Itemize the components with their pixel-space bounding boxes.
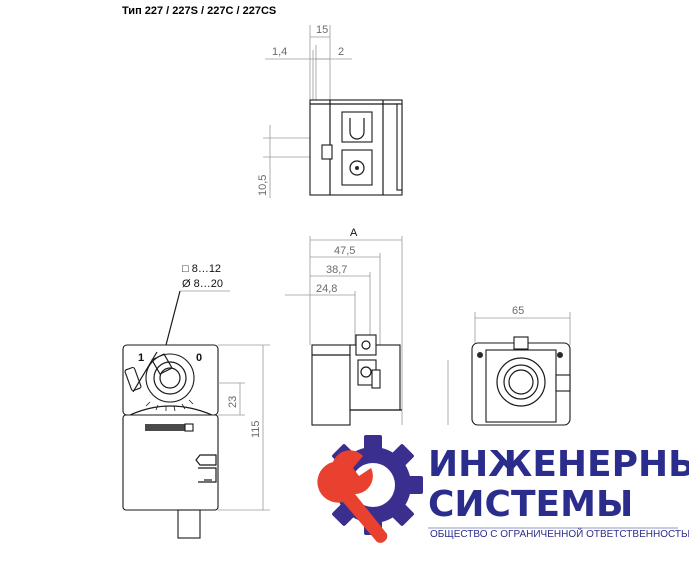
wrench-icon xyxy=(317,450,396,543)
dim-A: A xyxy=(350,227,358,239)
scale-label-0: 0 xyxy=(196,352,202,364)
dim-115: 115 xyxy=(250,420,262,438)
drawing-title: Тип 227 / 227S / 227C / 227CS xyxy=(122,5,277,17)
dim-15: 15 xyxy=(316,24,328,36)
rear-view: 65 xyxy=(447,305,571,426)
dim-24-8: 24,8 xyxy=(316,283,337,295)
dim-10-5: 10,5 xyxy=(257,175,269,196)
shaft-round-label: Ø 8…20 xyxy=(182,278,223,290)
dim-47-5: 47,5 xyxy=(334,245,355,257)
front-view: □ 8…12 Ø 8…20 1 0 xyxy=(122,263,270,539)
shaft-square-label: □ 8…12 xyxy=(182,263,221,275)
logo-line-1: ИНЖЕНЕРНЫЕ xyxy=(428,444,689,485)
dim-2: 2 xyxy=(338,46,344,58)
dim-1-4: 1,4 xyxy=(272,46,287,58)
scale-label-1: 1 xyxy=(138,352,144,364)
dim-23: 23 xyxy=(227,396,239,408)
top-view: 15 1,4 2 10,5 xyxy=(257,24,403,198)
dim-65: 65 xyxy=(512,305,524,317)
logo-subtitle: ОБЩЕСТВО С ОГРАНИЧЕННОЙ ОТВЕТСТВЕННОСТЬЮ xyxy=(430,527,689,540)
logo-line-2: СИСТЕМЫ xyxy=(428,484,633,525)
dim-38-7: 38,7 xyxy=(326,264,347,276)
side-view: A 47,5 38,7 24,8 xyxy=(285,227,403,426)
company-logo: ИНЖЕНЕРНЫЕ СИСТЕМЫ ОБЩЕСТВО С ОГРАНИЧЕНН… xyxy=(305,428,689,563)
